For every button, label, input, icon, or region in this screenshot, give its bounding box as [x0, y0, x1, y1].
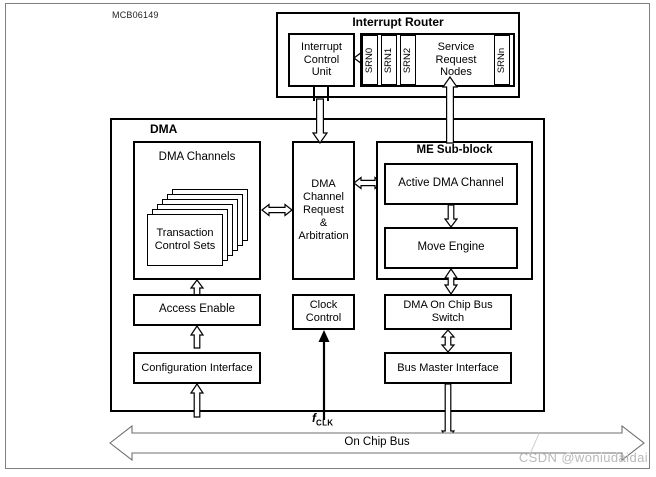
- me-subblock-title: ME Sub-block: [416, 144, 493, 156]
- clock-control-box[interactable]: [292, 294, 355, 330]
- srn-channel-1[interactable]: SRN1: [381, 35, 397, 85]
- transaction-control-sets-box[interactable]: [147, 214, 223, 266]
- icu-down-line-left: [313, 87, 315, 101]
- watermark: CSDN @woniudaidai: [518, 450, 648, 465]
- dma-title: DMA: [150, 122, 178, 136]
- icu-to-arbitration-arrow: [311, 98, 329, 145]
- on-chip-bus: [109, 424, 645, 462]
- bus-master-interface-box[interactable]: [384, 352, 512, 384]
- move-engine-to-bus-switch-arrow: [443, 267, 459, 296]
- bus-to-config-arrow: [189, 382, 205, 418]
- page-border: [5, 3, 650, 469]
- srn-channel-n[interactable]: SRNn: [494, 35, 510, 85]
- clock-frequency-label: fCLK: [312, 411, 334, 428]
- srn-channel-0[interactable]: SRN0: [362, 35, 378, 85]
- dma-on-chip-bus-switch-box[interactable]: [384, 294, 512, 330]
- fclk-to-clock-control-arrow: [316, 330, 332, 420]
- interrupt-router-title: Interrupt Router: [352, 15, 444, 29]
- access-enable-box[interactable]: [133, 294, 261, 326]
- active-dma-channel-box[interactable]: [384, 163, 518, 205]
- interrupt-control-unit-box[interactable]: [288, 33, 355, 87]
- bus-switch-to-bus-master-arrow: [440, 329, 456, 353]
- configuration-interface-box[interactable]: [133, 352, 261, 384]
- bus-to-bus-master-arrow: [440, 383, 456, 442]
- dma-channel-request-arbitration-box[interactable]: [292, 141, 355, 280]
- me-to-srn-arrow: [441, 75, 459, 144]
- dma-channels-arbitration-arrow: [261, 202, 293, 218]
- active-channel-to-move-engine-arrow: [443, 204, 459, 228]
- figure-id-label: MCB06149: [112, 10, 159, 20]
- icu-down-line-right: [327, 87, 329, 101]
- config-to-access-enable-arrow: [189, 324, 205, 349]
- srn-channel-2[interactable]: SRN2: [400, 35, 416, 85]
- move-engine-box[interactable]: [384, 227, 518, 269]
